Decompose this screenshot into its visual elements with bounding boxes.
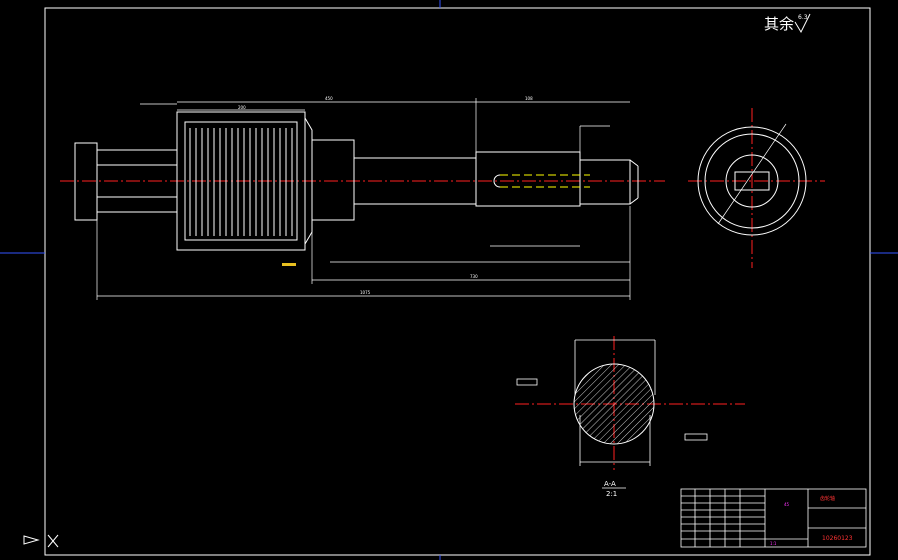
dimension-lines <box>96 98 631 300</box>
dim-right: 108 <box>525 96 533 101</box>
section-scale: 2:1 <box>606 490 617 498</box>
roughness-note-text: 其余 <box>764 15 794 33</box>
ucs-icon <box>23 534 59 548</box>
section-label: A-A <box>604 480 616 488</box>
drawing-frame <box>44 7 871 556</box>
dim-gear-width: 200 <box>238 105 246 110</box>
title-scale: 1:1 <box>770 541 777 546</box>
title-material: 45 <box>784 502 790 507</box>
roughness-note: 其余 6.3 <box>764 13 811 34</box>
dim-overall: 1075 <box>360 290 371 295</box>
dim-shaft: 730 <box>470 274 478 279</box>
roughness-symbol <box>794 13 811 34</box>
roughness-value: 6.3 <box>798 14 808 21</box>
end-view <box>688 108 825 268</box>
section-aa: A-A 2:1 <box>515 336 745 498</box>
title-code: 10260123 <box>822 535 853 542</box>
title-part-name: 齿轮轴 <box>820 495 835 502</box>
dimension-labels: 200 450 108 1075 730 <box>238 96 533 295</box>
gear-teeth <box>189 128 293 236</box>
yellow-marker <box>282 263 296 266</box>
shaft-main-view <box>60 98 665 300</box>
title-block <box>680 488 867 548</box>
dim-mid: 450 <box>325 96 333 101</box>
